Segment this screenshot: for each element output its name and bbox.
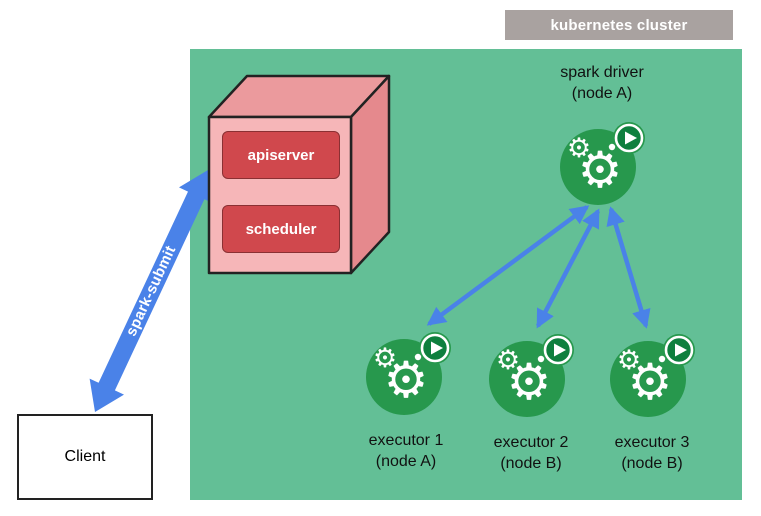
executor2-pod-icon: ⚙ ⚙ <box>489 334 574 417</box>
gear-icon: ⚙ <box>384 351 429 409</box>
executor1-node: (node A) <box>375 453 437 470</box>
gear-icon: ⚙ <box>507 353 552 411</box>
executor3-pod-icon: ⚙ ⚙ <box>610 334 695 417</box>
executor1-title: executor 1 <box>368 432 444 449</box>
spark-driver-label: spark driver (node A) <box>517 62 687 104</box>
kubernetes-cluster-label: kubernetes cluster <box>505 10 733 40</box>
gear-icon: ⚙ <box>628 353 673 411</box>
executor3-node: (node B) <box>621 455 683 472</box>
gear-icon: ⚙ <box>567 133 591 164</box>
spark-submit-label: spark-submit <box>122 243 180 339</box>
apiserver-box: apiserver <box>222 131 340 179</box>
executor1-pod-icon: ⚙ ⚙ <box>366 332 451 415</box>
executor2-node: (node B) <box>500 455 562 472</box>
scheduler-box: scheduler <box>222 205 340 253</box>
gear-icon: ⚙ <box>496 345 520 376</box>
executor3-label: executor 3 (node B) <box>567 432 737 474</box>
gear-icon: ⚙ <box>578 141 623 199</box>
executor2-title: executor 2 <box>493 434 569 451</box>
executor1-label: executor 1 (node A) <box>321 430 491 472</box>
client-box: Client <box>17 414 153 500</box>
spark-driver-pod-icon: ⚙ ⚙ <box>560 122 645 205</box>
gear-icon: ⚙ <box>617 345 641 376</box>
executor3-title: executor 3 <box>614 434 690 451</box>
spark-driver-title: spark driver <box>560 64 644 81</box>
client-label: Client <box>64 448 106 465</box>
gear-icon: ⚙ <box>373 343 397 374</box>
spark-driver-node: (node A) <box>571 85 633 102</box>
executor2-label: executor 2 (node B) <box>446 432 616 474</box>
